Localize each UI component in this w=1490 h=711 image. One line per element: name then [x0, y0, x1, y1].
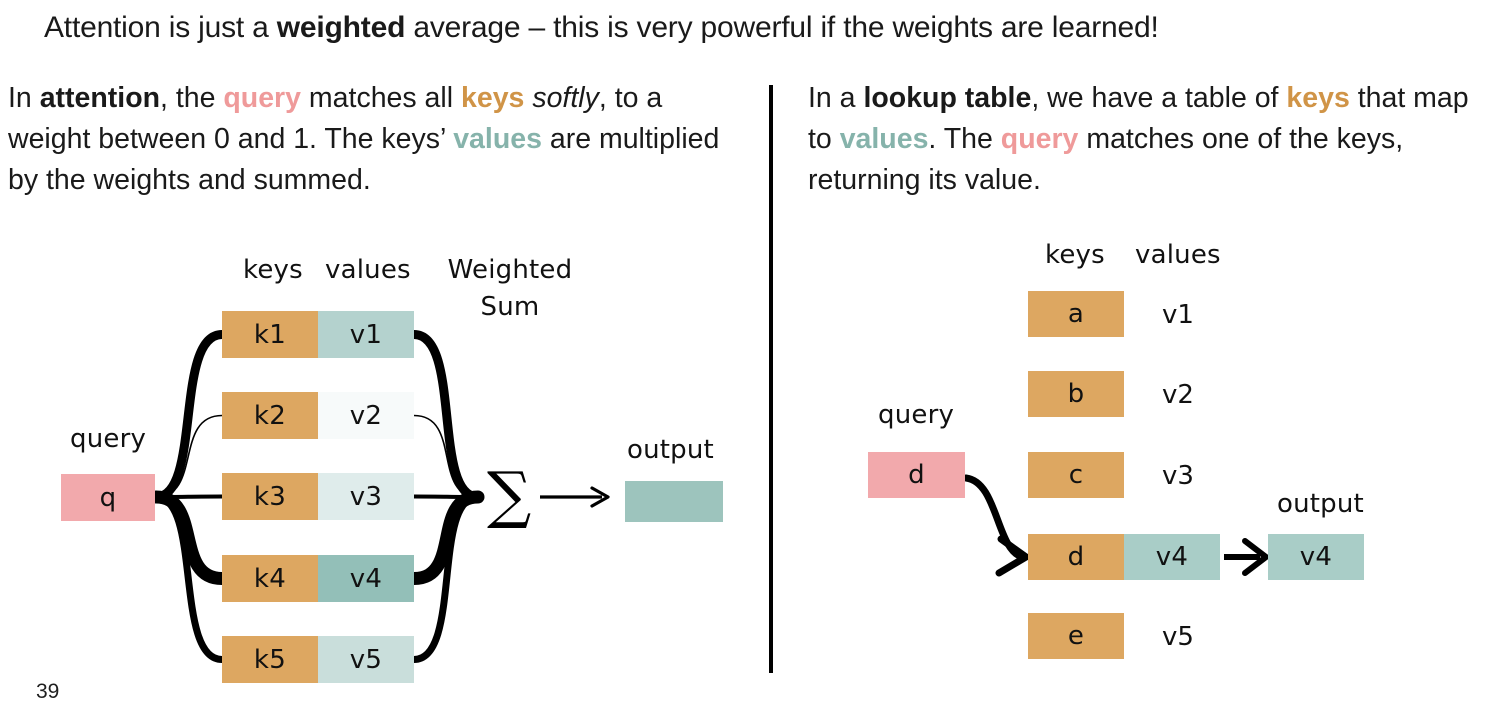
right-header-keys: keys	[1045, 240, 1105, 270]
right-value-text-v3: v3	[1162, 461, 1194, 491]
left-paragraph: In attention, the query matches all keys…	[8, 78, 748, 201]
right-value-text-v1: v1	[1162, 300, 1194, 330]
left-output-label: output	[627, 435, 714, 465]
right-para-seg-9: matches one of the keys, returning its v…	[808, 123, 1404, 196]
right-para-seg-2-lookup-table: lookup table	[863, 82, 1032, 114]
right-key-box-b[interactable]: b	[1028, 371, 1124, 417]
left-header-keys: keys	[243, 255, 303, 285]
left-value-box-v2[interactable]: v2	[318, 392, 414, 439]
right-para-seg-8-query: query	[1000, 123, 1079, 155]
left-query-label: query	[70, 424, 147, 454]
left-value-box-v1[interactable]: v1	[318, 311, 414, 358]
left-key-box-k2[interactable]: k2	[222, 392, 318, 439]
left-para-seg-5: matches all	[301, 82, 461, 114]
left-para-seg-3: , the	[160, 82, 224, 114]
right-query-label: query	[878, 400, 955, 430]
right-para-seg-3: , we have a table of	[1031, 82, 1287, 114]
right-key-box-c[interactable]: c	[1028, 452, 1124, 498]
left-value-box-v5[interactable]: v5	[318, 636, 414, 683]
right-value-box-v4[interactable]: v4	[1124, 534, 1220, 580]
column-divider	[769, 85, 773, 673]
right-para-seg-6-values: values	[839, 123, 929, 155]
right-key-box-a[interactable]: a	[1028, 291, 1124, 337]
left-para-seg-2-attention: attention	[39, 82, 161, 114]
left-para-seg-11: are multiplied by the weights and summed…	[8, 123, 720, 196]
title-part-1: Attention is just a	[44, 11, 277, 44]
left-header-values: values	[325, 255, 411, 285]
right-output-box[interactable]: v4	[1268, 534, 1364, 580]
right-value-text-v2: v2	[1162, 380, 1194, 410]
left-value-box-v3[interactable]: v3	[318, 473, 414, 520]
left-para-seg-9: , to a weight between 0 and 1. The keys’	[8, 82, 663, 155]
left-para-seg-10-values: values	[453, 123, 542, 155]
left-key-box-k4[interactable]: k4	[222, 555, 318, 602]
attention-diagram: keys values Weighted Sum query q k1 v1 k…	[61, 255, 723, 683]
right-output-label: output	[1277, 489, 1364, 519]
right-query-box[interactable]: d	[868, 452, 965, 498]
right-header-values: values	[1135, 240, 1221, 270]
left-para-seg-4-query: query	[223, 82, 302, 114]
left-key-box-k5[interactable]: k5	[222, 636, 318, 683]
right-para-seg-4-keys: keys	[1286, 82, 1350, 114]
left-header-weighted-sum-line2: Sum	[480, 292, 540, 322]
left-value-box-v4[interactable]: v4	[318, 555, 414, 602]
right-paragraph: In a lookup table, we have a table of ke…	[808, 78, 1478, 201]
right-para-seg-7: . The	[928, 123, 1001, 155]
right-value-text-v5: v5	[1162, 622, 1194, 652]
left-query-box[interactable]: q	[61, 474, 155, 521]
right-para-seg-1: In a	[808, 82, 864, 114]
title-part-2-bold: weighted	[276, 11, 406, 44]
left-para-seg-6-keys: keys	[461, 82, 525, 114]
right-key-box-e[interactable]: e	[1028, 613, 1124, 659]
lookup-arrows	[962, 474, 1269, 577]
page-number: 39	[36, 680, 60, 703]
left-output-box[interactable]	[625, 481, 723, 522]
right-para-seg-5: that map to	[808, 82, 1469, 155]
right-key-box-d[interactable]: d	[1028, 534, 1124, 580]
left-key-box-k1[interactable]: k1	[222, 311, 318, 358]
left-key-box-k3[interactable]: k3	[222, 473, 318, 520]
summation-sigma-icon: ∑	[487, 458, 532, 531]
left-para-seg-8-softly: softly	[532, 82, 599, 114]
lookup-table-diagram: keys values query d a v1 b v2 c v3 d v4 …	[790, 0, 1490, 711]
title-part-3: average – this is very powerful if the w…	[405, 11, 1159, 44]
page-title: Attention is just a weighted average – t…	[44, 6, 1464, 50]
left-header-weighted-sum-line1: Weighted	[447, 255, 573, 285]
left-para-seg-1: In	[8, 82, 40, 114]
